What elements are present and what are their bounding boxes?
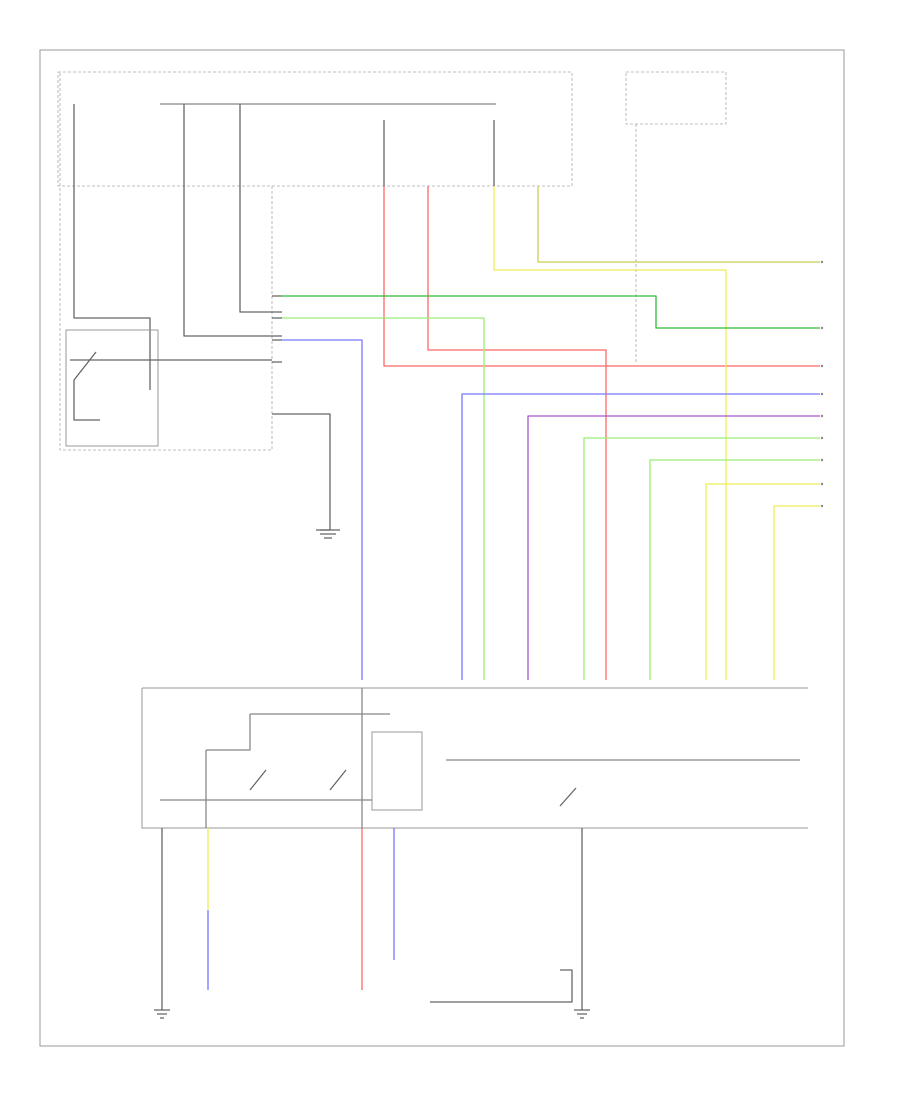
wire-lgreen-2: [583, 437, 820, 680]
terminal-e: [820, 414, 824, 418]
terminal-i: [820, 504, 824, 508]
wire-lgreen-1: [282, 317, 485, 680]
wire-purple-1: [527, 415, 820, 680]
diagram-border: [39, 49, 845, 1047]
fuse-2-wire: [183, 104, 282, 337]
lock-switch-wire: [430, 969, 573, 1003]
relay-switch-contact: [73, 351, 100, 421]
power-window-control-unit: [371, 731, 423, 811]
master-switch-internals: [160, 688, 800, 828]
wire-red-1: [383, 186, 820, 367]
fuse-group: [73, 103, 496, 390]
ground-symbol-3: [574, 1009, 590, 1019]
window-switch-contacts: [249, 769, 347, 791]
fuse-1-wire: [73, 104, 151, 390]
terminal-b: [820, 326, 824, 330]
fuse-box-connector-ticks: [272, 295, 282, 415]
terminal-c: [820, 364, 824, 368]
wire-yellow-3: [773, 505, 820, 680]
terminal-g: [820, 458, 824, 462]
wire-runs: [282, 186, 820, 680]
lock-switch-contact: [559, 787, 577, 807]
wire-yellow-1: [493, 186, 727, 680]
terminal-h: [820, 482, 824, 486]
wire-red-2: [427, 186, 607, 680]
master-switch-outline: [141, 688, 808, 829]
connector-ticks: [272, 295, 282, 415]
fuse-3-wire: [239, 104, 282, 313]
power-window-relay: [65, 329, 159, 447]
under-dash-fuse-box: [57, 71, 573, 187]
ground-symbol-2: [154, 1009, 170, 1019]
wire-lgreen-3: [649, 459, 820, 680]
ground-wire-1: [282, 413, 331, 531]
bottom-wires: [161, 828, 583, 1010]
continuation-terminals: [820, 260, 824, 508]
ground-symbol-1: [316, 529, 340, 539]
relay-note-box: [625, 71, 727, 125]
terminal-a: [820, 260, 824, 264]
terminal-f: [820, 436, 824, 440]
wire-green-1: [282, 295, 820, 329]
wire-blue-2: [461, 393, 820, 680]
terminal-d: [820, 392, 824, 396]
wire-olive-1: [537, 186, 820, 263]
wire-yellow-2: [705, 483, 820, 680]
inner-line-2: [206, 714, 251, 751]
wire-blue-1: [282, 339, 363, 680]
